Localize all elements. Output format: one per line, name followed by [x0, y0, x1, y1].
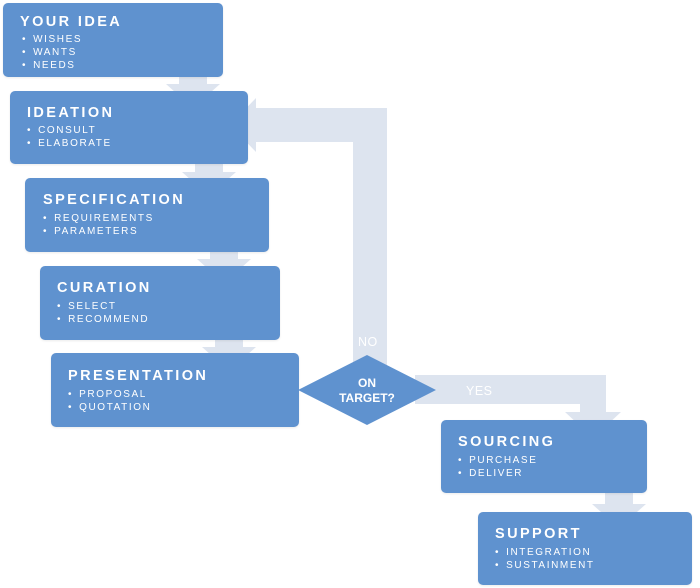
branch-label-no: NO: [358, 335, 378, 349]
step-item: SELECT: [57, 300, 149, 313]
step-items: REQUIREMENTS PARAMETERS: [43, 212, 154, 238]
step-item: RECOMMEND: [57, 313, 149, 326]
step-title: SOURCING: [458, 434, 556, 450]
step-items: INTEGRATION SUSTAINMENT: [495, 546, 595, 572]
step-title: YOUR IDEA: [20, 14, 123, 30]
step-ideation: IDEATION CONSULT ELABORATE: [10, 91, 248, 164]
decision-line-1: ON: [358, 376, 376, 390]
step-item: PARAMETERS: [43, 225, 154, 238]
step-title: IDEATION: [27, 105, 115, 121]
step-items: CONSULT ELABORATE: [27, 124, 112, 150]
step-support: SUPPORT INTEGRATION SUSTAINMENT: [478, 512, 692, 585]
step-item: DELIVER: [458, 467, 537, 480]
step-specification: SPECIFICATION REQUIREMENTS PARAMETERS: [25, 178, 269, 252]
step-item: INTEGRATION: [495, 546, 595, 559]
decision-line-2: TARGET?: [339, 391, 395, 405]
step-items: SELECT RECOMMEND: [57, 300, 149, 326]
step-title: CURATION: [57, 280, 152, 296]
step-item: QUOTATION: [68, 401, 151, 414]
step-presentation: PRESENTATION PROPOSAL QUOTATION: [51, 353, 299, 427]
step-items: PROPOSAL QUOTATION: [68, 388, 151, 414]
branch-label-yes: YES: [466, 384, 493, 398]
yes-branch-arrow: [415, 375, 621, 438]
step-item: REQUIREMENTS: [43, 212, 154, 225]
step-title: SUPPORT: [495, 526, 582, 542]
step-item: ELABORATE: [27, 137, 112, 150]
step-title: SPECIFICATION: [43, 192, 186, 208]
step-items: WISHES WANTS NEEDS: [22, 33, 82, 72]
step-item: PURCHASE: [458, 454, 537, 467]
step-item: NEEDS: [22, 59, 82, 72]
step-curation: CURATION SELECT RECOMMEND: [40, 266, 280, 340]
step-your-idea: YOUR IDEA WISHES WANTS NEEDS: [3, 3, 223, 77]
step-item: SUSTAINMENT: [495, 559, 595, 572]
step-items: PURCHASE DELIVER: [458, 454, 537, 480]
step-sourcing: SOURCING PURCHASE DELIVER: [441, 420, 647, 493]
step-title: PRESENTATION: [68, 368, 209, 384]
decision-label: ON TARGET?: [332, 376, 402, 406]
step-item: WANTS: [22, 46, 82, 59]
step-item: WISHES: [22, 33, 82, 46]
step-item: PROPOSAL: [68, 388, 151, 401]
step-item: CONSULT: [27, 124, 112, 137]
